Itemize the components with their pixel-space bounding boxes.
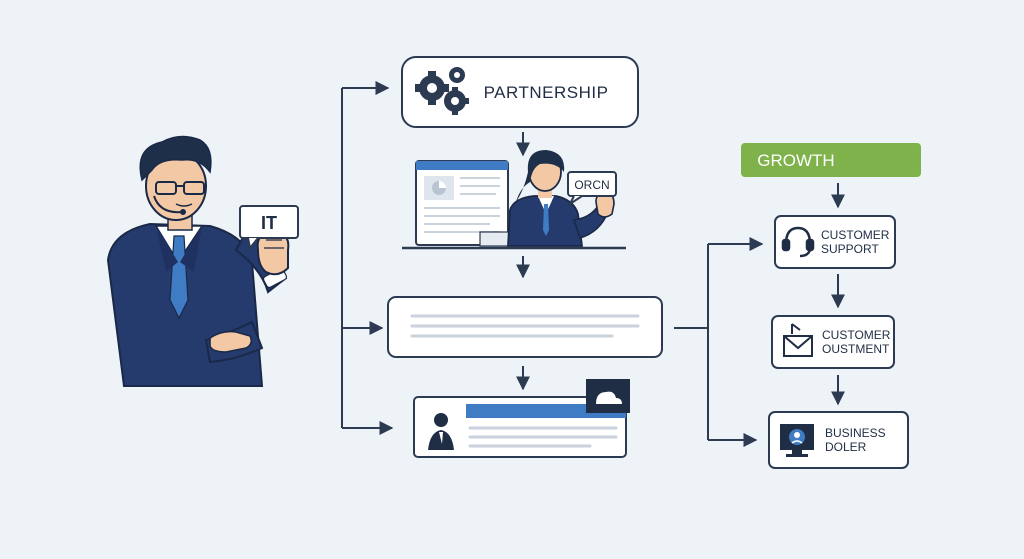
gears-icon: [415, 67, 469, 115]
colleague-speech-bubble: ORCN: [567, 171, 617, 207]
growth-step-business-doler: BUSINESS DOLER: [768, 411, 909, 469]
step2-line2: OUSTMENT: [822, 342, 890, 356]
growth-badge: [741, 143, 921, 177]
presenter-hand: [209, 330, 253, 353]
chat-icon: [586, 379, 630, 413]
browser-window: [415, 160, 513, 247]
growth-step-customer-support: CUSTOMER SUPPORT: [774, 215, 896, 269]
step2-line1: CUSTOMER: [822, 328, 891, 342]
meeting-scene: ORCN: [402, 150, 626, 250]
partnership-box: PARTNERSHIP: [401, 56, 639, 128]
colleague-figure: [507, 150, 615, 247]
growth-step-customer-oustment: CUSTOMER OUSTMENT: [771, 315, 895, 369]
presenter-speech-text: IT: [261, 213, 277, 233]
partnership-label: PARTNERSHIP: [484, 83, 609, 102]
connectors: [341, 81, 845, 447]
growth-column: GROWTH CUSTOMER SUPPORT CUSTOMER OUSTMEN…: [741, 143, 921, 469]
step1-line1: CUSTOMER: [821, 228, 890, 242]
growth-title: GROWTH: [757, 151, 834, 170]
step3-line2: DOLER: [825, 440, 867, 454]
step3-line1: BUSINESS: [825, 426, 886, 440]
center-text-box: [387, 296, 663, 358]
headset-mic-icon: [153, 195, 183, 214]
presenter-illustration: IT: [106, 135, 299, 387]
colleague-speech-text: ORCN: [574, 178, 609, 192]
glasses-icon: [155, 181, 205, 195]
step1-line2: SUPPORT: [821, 242, 879, 256]
pie-chart-icon: [432, 181, 446, 195]
presenter-tie: [169, 235, 189, 320]
presenter-speech-bubble: IT: [239, 205, 299, 251]
person-avatar-icon: [428, 413, 454, 450]
colleague-fist: [595, 193, 615, 218]
presenter-hair: [139, 135, 212, 182]
profile-card: [413, 379, 630, 458]
envelope-icon: [783, 323, 813, 357]
headset-icon: [781, 226, 815, 258]
monitor-icon: [780, 424, 814, 457]
